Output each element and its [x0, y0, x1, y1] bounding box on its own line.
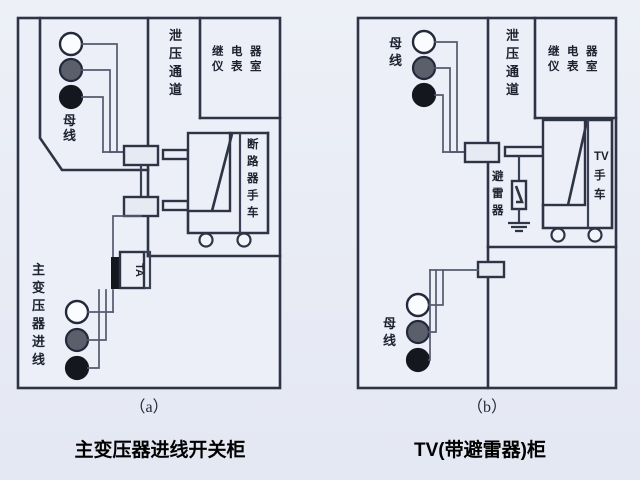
panel-b-busbar-bottom-wiring — [428, 269, 479, 361]
panel-a-caption: 主变压器进线开关柜 — [74, 440, 246, 461]
panel-b-arrester-text-label: 避雷器 — [491, 169, 504, 217]
panel-a-ct-box — [118, 250, 146, 290]
panel-b-trolley-wheel-right — [587, 227, 603, 243]
panel-b-busbar-bottom-phase-b — [405, 319, 431, 345]
panel-a-busbar-label: 母线 — [63, 113, 76, 143]
panel-a-busbar-compartment-wall — [38, 16, 150, 172]
panel-a: 母线 泄压通道 继仪 电表 器室 断路器手车 主变压器进线 TA — [16, 16, 282, 416]
panel-a-ct-bracket — [144, 250, 152, 290]
panel-a-busbar-phases — [58, 31, 84, 110]
panel-b-relay-room-label-col2: 电表 — [566, 44, 579, 73]
panel-a-incoming-phase-b — [64, 327, 90, 353]
panel-b-caption-wrap: TV(带避雷器)柜 — [320, 435, 640, 462]
panel-a-lower-stub — [161, 199, 190, 212]
panel-a-busbar-wiring — [81, 43, 125, 153]
panel-a-ct-label: TA — [133, 263, 145, 277]
panel-a-trolley-wheel-left — [198, 232, 214, 248]
panel-a-incoming-phase-c — [64, 355, 90, 381]
panel-a-trolley-label: 断路器手车 — [246, 137, 259, 219]
panel-a-trolley-diagonal — [210, 133, 234, 212]
panel-b-busbar-bottom-phase-a — [405, 292, 431, 318]
panel-a-pressure-relief-label: 泄压通道 — [169, 28, 182, 97]
panel-b-relay-room-label-col3: 器室 — [585, 45, 598, 73]
panel-a-upper-contact-box — [122, 144, 160, 167]
panel-b-busbar-top-phase-a — [411, 29, 437, 55]
panel-b-trolley-frame — [541, 118, 614, 230]
panel-a-trolley-wheel-right — [236, 232, 252, 248]
panel-a-current-transformer — [111, 250, 152, 290]
panel-b-trolley-diagonal — [566, 120, 589, 206]
panel-a-lower-contact-box — [122, 195, 160, 218]
panel-b-upper-stub — [503, 145, 545, 158]
panel-b-busbar-top-phases — [411, 29, 437, 108]
panel-b-busbar-top-phase-c — [411, 82, 437, 108]
panel-a-caption-wrap: 主变压器进线开关柜 — [0, 435, 320, 462]
panel-a-upper-stub — [161, 148, 190, 161]
panel-b-sub-label: （b） — [467, 398, 507, 416]
panel-b-lower-contact-box — [476, 260, 506, 279]
panel-b-busbar-bottom-phases — [405, 292, 431, 373]
panel-a-busbar-phase-c — [58, 84, 84, 110]
panel-b-ground-icon — [508, 221, 530, 233]
panel-b-busbar-top-label: 母线 — [389, 36, 402, 68]
panel-a-relay-room-label-col1: 继仪 — [211, 44, 224, 73]
panel-a-incoming-wiring — [87, 289, 114, 369]
panel-b-surge-arrester — [508, 156, 530, 233]
panel-b-relay-room-label-col1: 继仪 — [547, 44, 560, 73]
panel-a-breaker-body — [186, 131, 232, 213]
panel-a-incoming-phases — [64, 299, 90, 381]
panel-a-busbar-phase-b — [58, 57, 84, 83]
panel-a-relay-room-label-col3: 器室 — [249, 45, 262, 73]
panel-a-incoming-label: 主变压器进线 — [31, 262, 46, 367]
panel-a-ct-core — [111, 257, 122, 289]
panel-b-busbar-top-phase-b — [411, 55, 437, 81]
panel-a-incoming-phase-a — [64, 299, 90, 325]
panel-b-pressure-relief-label: 泄压通道 — [506, 28, 519, 97]
panel-a-relay-room-label-col2: 电表 — [230, 44, 243, 73]
panel-a-busbar-phase-a — [58, 31, 84, 57]
panel-a-riser-to-ct — [112, 215, 142, 265]
panel-b-busbar-bottom-label: 母线 — [383, 316, 396, 348]
panel-b-trolley-wheel-left — [550, 227, 566, 243]
panel-a-trolley-frame — [186, 131, 270, 235]
panel-b-caption: TV(带避雷器)柜 — [414, 440, 546, 461]
panel-b-busbar-bottom-phase-c — [405, 347, 431, 373]
panel-b-arrester-symbol — [514, 185, 524, 204]
panel-a-sub-label: （a） — [129, 398, 168, 416]
panel-b-upper-contact-box — [463, 141, 501, 164]
panel-b-busbar-top-wiring — [434, 41, 466, 153]
